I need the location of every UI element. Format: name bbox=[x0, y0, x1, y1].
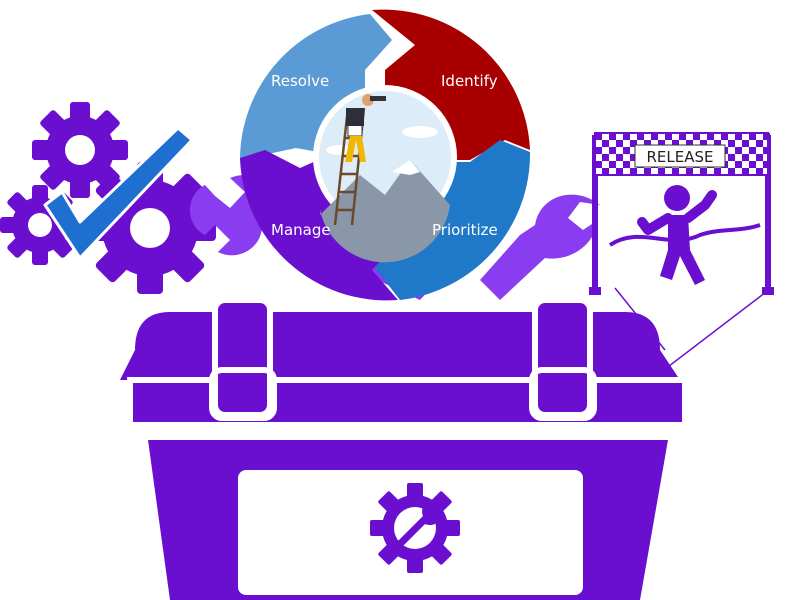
cycle-diagram: Resolve Identify Prioritize Manage bbox=[240, 9, 531, 301]
finish-line-runner-icon: RELEASE bbox=[589, 132, 774, 406]
checkmark-icon bbox=[43, 126, 194, 260]
gear-wrench-icon bbox=[370, 483, 460, 573]
cycle-segment-identify bbox=[372, 9, 530, 161]
person-on-ladder-image bbox=[319, 91, 451, 263]
release-label: RELEASE bbox=[647, 148, 714, 166]
cycle-label-resolve: Resolve bbox=[271, 72, 329, 90]
toolbox-icon bbox=[120, 297, 688, 600]
cycle-label-prioritize: Prioritize bbox=[432, 221, 498, 239]
cycle-segment-manage bbox=[240, 150, 398, 301]
checkered-banner: RELEASE bbox=[594, 132, 770, 176]
cycle-label-identify: Identify bbox=[441, 72, 498, 90]
cycle-label-manage: Manage bbox=[271, 221, 331, 239]
cycle-segment-resolve bbox=[240, 14, 392, 160]
cycle-segment-prioritize bbox=[375, 140, 531, 300]
